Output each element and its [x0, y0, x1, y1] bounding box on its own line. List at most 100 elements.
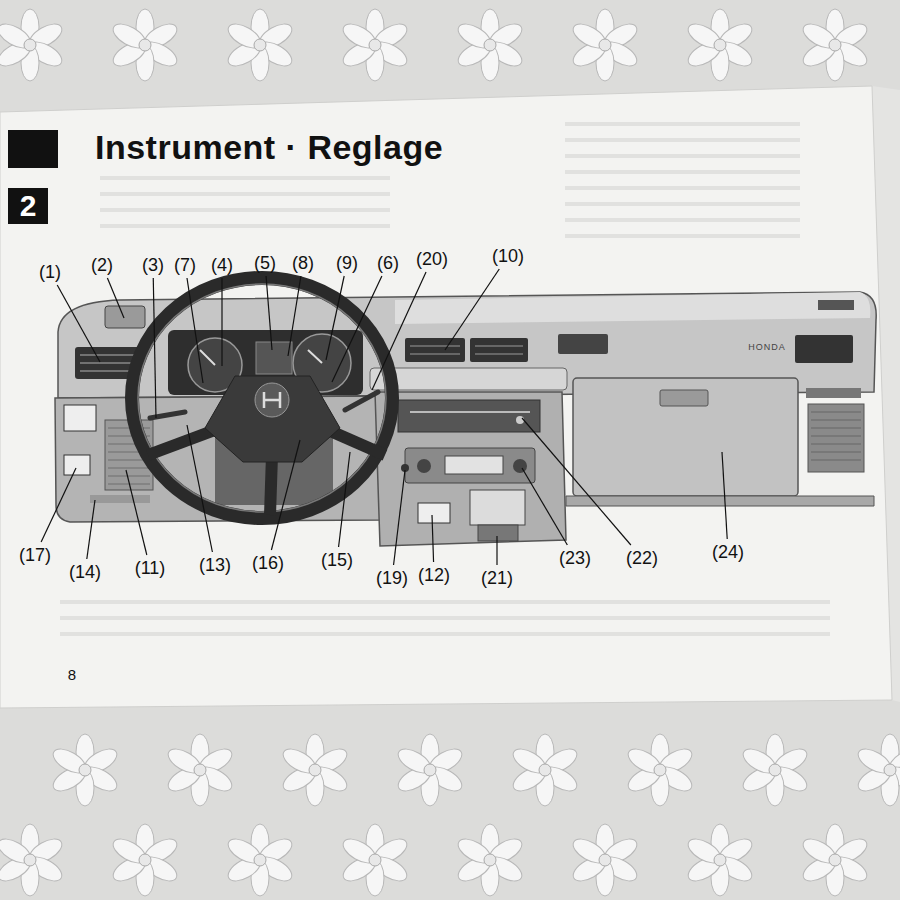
dash-bottom	[566, 496, 874, 506]
lace-flower	[394, 734, 465, 806]
callout-number: (16)	[252, 554, 284, 572]
lace-center	[369, 39, 381, 51]
lace-flower	[854, 734, 900, 806]
bleed-line	[565, 154, 800, 158]
lace-flower	[49, 734, 120, 806]
lace-flower	[0, 824, 66, 896]
leader-line	[432, 515, 434, 562]
bleed-line	[565, 234, 800, 238]
lace-center	[194, 764, 206, 776]
bleed-line	[60, 632, 830, 636]
callout-number: (15)	[321, 551, 353, 569]
lace-center	[309, 764, 321, 776]
wheel-highlight	[138, 284, 386, 512]
lace-center	[714, 854, 726, 866]
lace-center	[254, 854, 266, 866]
bleed-line	[565, 170, 800, 174]
callout-number: (9)	[336, 254, 358, 272]
leader-line	[522, 418, 631, 545]
leader-line	[496, 536, 497, 565]
section-number: 2	[20, 191, 37, 221]
lace-center	[829, 39, 841, 51]
dash-shelf	[370, 368, 567, 390]
callout-number: (10)	[492, 247, 524, 265]
lace-center	[884, 764, 896, 776]
bleed-line	[60, 600, 830, 604]
lace-center	[139, 39, 151, 51]
bleed-line	[100, 192, 390, 196]
bleed-line	[565, 122, 800, 126]
leader-line	[271, 440, 300, 550]
lace-flower	[684, 9, 755, 81]
heater-controls	[398, 400, 540, 432]
trim	[806, 388, 861, 398]
lace-flower	[279, 734, 350, 806]
lace-center	[369, 854, 381, 866]
glove-box-handle	[660, 390, 708, 406]
fan-knob	[516, 416, 524, 424]
defrost-vent	[818, 300, 854, 310]
leader-line	[445, 269, 499, 350]
lace-center	[714, 39, 726, 51]
lace-flower	[569, 824, 640, 896]
lace-flower	[799, 9, 870, 81]
leader-line	[187, 278, 203, 383]
radio-knob	[417, 459, 431, 473]
hazard-switch	[558, 334, 608, 354]
leader-line	[41, 468, 76, 542]
lace-flower	[739, 734, 810, 806]
lace-flower	[339, 9, 410, 81]
bleed-line	[100, 224, 390, 228]
callout-number: (20)	[416, 250, 448, 268]
lace-flower	[509, 734, 580, 806]
lace-center	[539, 764, 551, 776]
lace-flower	[109, 824, 180, 896]
callout-number: (7)	[174, 256, 196, 274]
hood-release	[90, 495, 150, 503]
leader-line	[288, 276, 301, 356]
switch	[64, 455, 90, 475]
lace-center	[484, 39, 496, 51]
lace-center	[829, 854, 841, 866]
air-vent	[470, 338, 528, 362]
callout-number: (24)	[712, 543, 744, 561]
lace-center	[24, 39, 36, 51]
center-console	[375, 392, 566, 546]
callout-number: (8)	[292, 254, 314, 272]
callout-number: (2)	[91, 256, 113, 274]
lace-flower	[684, 824, 755, 896]
callout-number: (5)	[254, 254, 276, 272]
manual-page	[0, 86, 892, 708]
bleed-line	[60, 616, 830, 620]
lace-flower	[624, 734, 695, 806]
lace-flower	[454, 824, 525, 896]
lace-center	[654, 764, 666, 776]
needle	[200, 350, 215, 365]
horn-emblem	[255, 383, 289, 417]
leader-line	[87, 500, 95, 559]
bleed-line	[565, 218, 800, 222]
leader-line	[326, 276, 344, 360]
bleed-line	[100, 208, 390, 212]
needle	[308, 350, 322, 363]
rear-defrost-switch	[418, 503, 450, 523]
callout-number: (22)	[626, 549, 658, 567]
page-number: 8	[68, 667, 76, 682]
lace-flower	[569, 9, 640, 81]
lace-center	[79, 764, 91, 776]
leader-line	[153, 278, 156, 418]
air-vent	[795, 335, 853, 363]
lace-center	[424, 764, 436, 776]
callout-number: (12)	[418, 566, 450, 584]
leader-line	[394, 470, 405, 565]
wheel-hub	[205, 376, 340, 462]
lace-flower	[799, 824, 870, 896]
lace-center	[24, 854, 36, 866]
lace-center	[254, 39, 266, 51]
leader-line	[522, 468, 567, 545]
bleed-line	[565, 138, 800, 142]
callout-number: (11)	[135, 559, 166, 577]
leader-line	[339, 452, 350, 547]
